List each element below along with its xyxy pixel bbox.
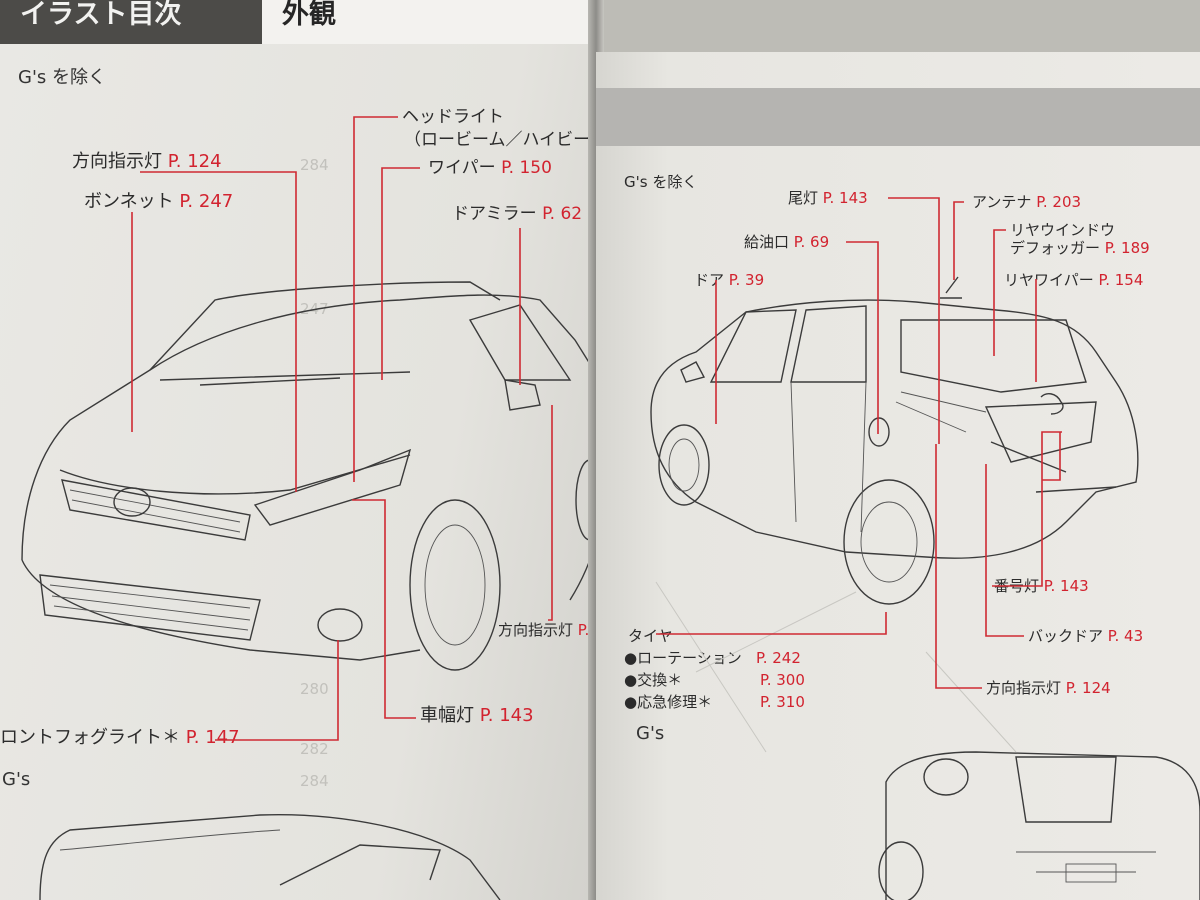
bleed-lines xyxy=(655,581,1017,753)
callout-leaders xyxy=(131,116,553,741)
callout-back-door: バックドア P. 43 xyxy=(1028,626,1143,646)
callout-tire: タイヤ xyxy=(628,627,673,645)
callout-fuel-filler: 給油口 P. 69 xyxy=(744,232,829,252)
page-ref-link[interactable]: P. 147 xyxy=(185,727,240,748)
callout-text: ボンネット xyxy=(84,191,174,212)
page-ref-link[interactable]: P. 154 xyxy=(1098,271,1144,289)
callout-rear-window: リヤウインドウ xyxy=(1010,220,1115,240)
callout-text: 方向指示灯 xyxy=(986,679,1062,697)
callout-text: ロントフォグライト＊ xyxy=(0,727,180,748)
variant-label-excluding-gs: G's を除く xyxy=(624,173,698,191)
page-ref-link[interactable]: P. 189 xyxy=(1104,239,1150,257)
callout-text: デフォッガー xyxy=(1010,239,1101,257)
bleed-text: 282 xyxy=(300,740,329,758)
page-title: 外観 xyxy=(262,0,588,44)
callout-text: 方向指示灯 xyxy=(498,621,574,639)
callout-headlight-beam: （ロービーム／ハイビーム） P. xyxy=(404,130,600,150)
rear-car-illustration xyxy=(650,197,1200,900)
rear-car-outline xyxy=(650,276,1139,605)
gs-front-partial-illustration xyxy=(39,813,501,900)
bleed-text: 284 xyxy=(300,772,329,790)
tire-item-rotation: ●ローテーション xyxy=(624,648,742,668)
callout-defogger: デフォッガー P. 189 xyxy=(1010,238,1150,258)
callout-wiper: ワイパー P. 150 xyxy=(428,158,552,178)
page-ref-link[interactable]: P. 39 xyxy=(728,271,765,289)
page-ref-link[interactable]: P. 143 xyxy=(479,705,534,726)
callout-text: 給油口 xyxy=(744,233,790,251)
left-page: イラスト目次 外観 284 247 280 282 284 G's を除く 方向… xyxy=(0,0,600,900)
callout-antenna: アンテナ P. 203 xyxy=(972,192,1081,212)
page-ref-link[interactable]: P. 247 xyxy=(179,191,234,212)
front-car-outline xyxy=(21,281,600,671)
callout-tail-lamp: 尾灯 P. 143 xyxy=(788,188,868,208)
header-bar xyxy=(596,88,1200,146)
callout-text: バックドア xyxy=(1028,627,1104,645)
callout-text: （ロービーム／ハイビーム） xyxy=(404,130,600,150)
page-ref-link[interactable]: P. 124 xyxy=(1065,679,1111,697)
page-ref-link[interactable]: P. 300 xyxy=(760,671,805,689)
variant-label-gs: G's xyxy=(2,769,31,790)
tire-item-emergency-repair: ●応急修理＊ xyxy=(624,692,712,712)
tire-item-text: ●交換＊ xyxy=(624,671,683,689)
bleed-text: 284 xyxy=(300,156,329,174)
callout-clearance-lamp: 車幅灯 P. 143 xyxy=(420,706,534,726)
variant-label-gs: G's xyxy=(636,723,665,744)
header-tab[interactable]: イラスト目次 xyxy=(0,0,262,44)
callout-turn-signal-rear: 方向指示灯 P. 124 xyxy=(986,678,1111,698)
tire-item-text: ●ローテーション xyxy=(624,649,742,667)
callout-turn-signal-front: 方向指示灯 P. 124 xyxy=(72,152,222,172)
callout-text: リヤウインドウ xyxy=(1010,221,1116,239)
callout-rear-wiper: リヤワイパー P. 154 xyxy=(1004,270,1143,290)
gs-rear-partial-illustration xyxy=(878,751,1200,900)
front-car-illustration xyxy=(21,116,600,900)
right-page: G's を除く 尾灯 P. 143 アンテナ P. 203 リヤウインドウ デフ… xyxy=(596,52,1200,900)
callout-front-fog-light: ロントフォグライト＊ P. 147 xyxy=(0,728,240,748)
callout-text: 車幅灯 xyxy=(420,705,474,726)
callout-headlight: ヘッドライト xyxy=(402,107,504,127)
page-ref-link[interactable]: P. 143 xyxy=(1043,577,1089,595)
callout-text: アンテナ xyxy=(972,193,1032,211)
page-ref-link[interactable]: P. 69 xyxy=(793,233,830,251)
callout-text: ドアミラー xyxy=(452,204,537,224)
page-ref-link[interactable]: P. 124 xyxy=(167,151,222,172)
callout-bonnet: ボンネット P. 247 xyxy=(84,192,233,212)
page-ref-link[interactable]: P. 242 xyxy=(756,649,801,667)
callout-leaders xyxy=(656,197,1062,689)
callout-text: 方向指示灯 xyxy=(72,151,162,172)
page-ref-link[interactable]: P. 143 xyxy=(822,189,868,207)
callout-text: 尾灯 xyxy=(788,189,819,207)
variant-label-excluding-gs: G's を除く xyxy=(18,67,106,88)
page-ref-link[interactable]: P. 203 xyxy=(1036,193,1082,211)
callout-text: リヤワイパー xyxy=(1004,271,1094,289)
tire-item-replacement: ●交換＊ xyxy=(624,670,682,690)
tire-item-text: ●応急修理＊ xyxy=(624,693,713,711)
page-ref-link[interactable]: P. 62 xyxy=(542,204,583,224)
page-ref-link[interactable]: P. 150 xyxy=(501,158,552,178)
page-ref-link[interactable]: P. 43 xyxy=(1107,627,1144,645)
callout-text: ヘッドライト xyxy=(402,107,504,127)
callout-door-mirror: ドアミラー P. 62 xyxy=(452,204,582,224)
bleed-text: 280 xyxy=(300,680,329,698)
page-ref-link[interactable]: P. 310 xyxy=(760,693,805,711)
callout-text: ワイパー xyxy=(428,158,496,178)
